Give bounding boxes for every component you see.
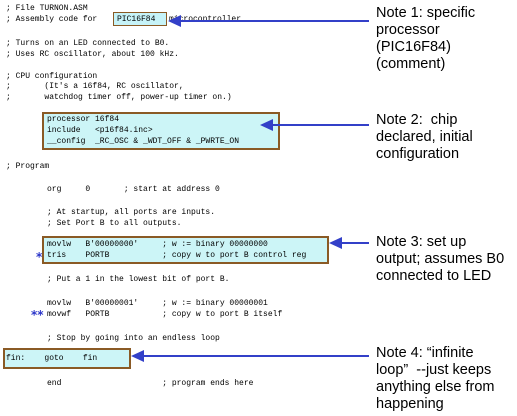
- code-line-assembly-for: ; Assembly code for: [6, 15, 98, 24]
- code-line-turns-on: ; Turns on an LED connected to B0.: [6, 39, 170, 48]
- code-line-include: include <p16f84.inc>: [47, 126, 153, 135]
- arrow-note-2: [260, 119, 369, 131]
- note-3: Note 3: set up output; assumes B0 connec…: [376, 234, 505, 284]
- code-line-program: ; Program: [6, 162, 50, 171]
- code-line-cpu-comment-1: ; (It's a 16f84, RC oscillator,: [6, 82, 184, 91]
- endless-loop-highlight: [3, 348, 131, 369]
- note-2: Note 2: chip declared, initial configura…: [376, 112, 473, 162]
- code-line-set-port-comment: ; Set Port B to all outputs.: [47, 219, 182, 228]
- double-star-marker: **: [31, 308, 44, 322]
- arrow-note-1: [168, 15, 369, 27]
- code-line-config: __config _RC_OSC & _WDT_OFF & _PWRTE_ON: [47, 137, 240, 146]
- note-4: Note 4: “infinite loop” --just keeps any…: [376, 345, 495, 412]
- code-line-tris: tris PORTB ; copy w to port B control re…: [47, 251, 307, 260]
- code-line-rc-oscillator: ; Uses RC oscillator, about 100 kHz.: [6, 50, 179, 59]
- arrow-note-4: [131, 350, 369, 362]
- arrow-note-3: [329, 237, 369, 249]
- note-1: Note 1: specific processor (PIC16F84) (c…: [376, 5, 476, 72]
- code-line-file: ; File TURNON.ASM: [6, 4, 88, 13]
- code-line-stop-comment: ; Stop by going into an endless loop: [47, 334, 220, 343]
- single-star-marker: *: [36, 250, 43, 264]
- code-line-microcontroller: microcontroller: [169, 15, 242, 24]
- code-line-put-one-comment: ; Put a 1 in the lowest bit of port B.: [47, 275, 230, 284]
- code-line-movwf: movwf PORTB ; copy w to port B itself: [47, 310, 283, 319]
- code-line-org: org 0 ; start at address 0: [47, 185, 220, 194]
- code-line-cpu-config: ; CPU configuration: [6, 72, 98, 81]
- code-line-processor-name: PIC16F84: [117, 15, 156, 24]
- output-setup-highlight: [42, 236, 329, 264]
- code-line-startup-comment: ; At startup, all ports are inputs.: [47, 208, 216, 217]
- config-block-highlight: [42, 112, 280, 150]
- processor-name-highlight: [113, 12, 167, 26]
- code-line-movlw-zero: movlw B'00000000' ; w := binary 00000000: [47, 240, 268, 249]
- code-line-end: end ; program ends here: [47, 379, 254, 388]
- code-line-fin-goto: fin: goto fin: [6, 354, 98, 363]
- code-line-processor: processor 16f84: [47, 115, 120, 124]
- code-line-movlw-one: movlw B'00000001' ; w := binary 00000001: [47, 299, 268, 308]
- code-line-cpu-comment-2: ; watchdog timer off, power-up timer on.…: [6, 93, 232, 102]
